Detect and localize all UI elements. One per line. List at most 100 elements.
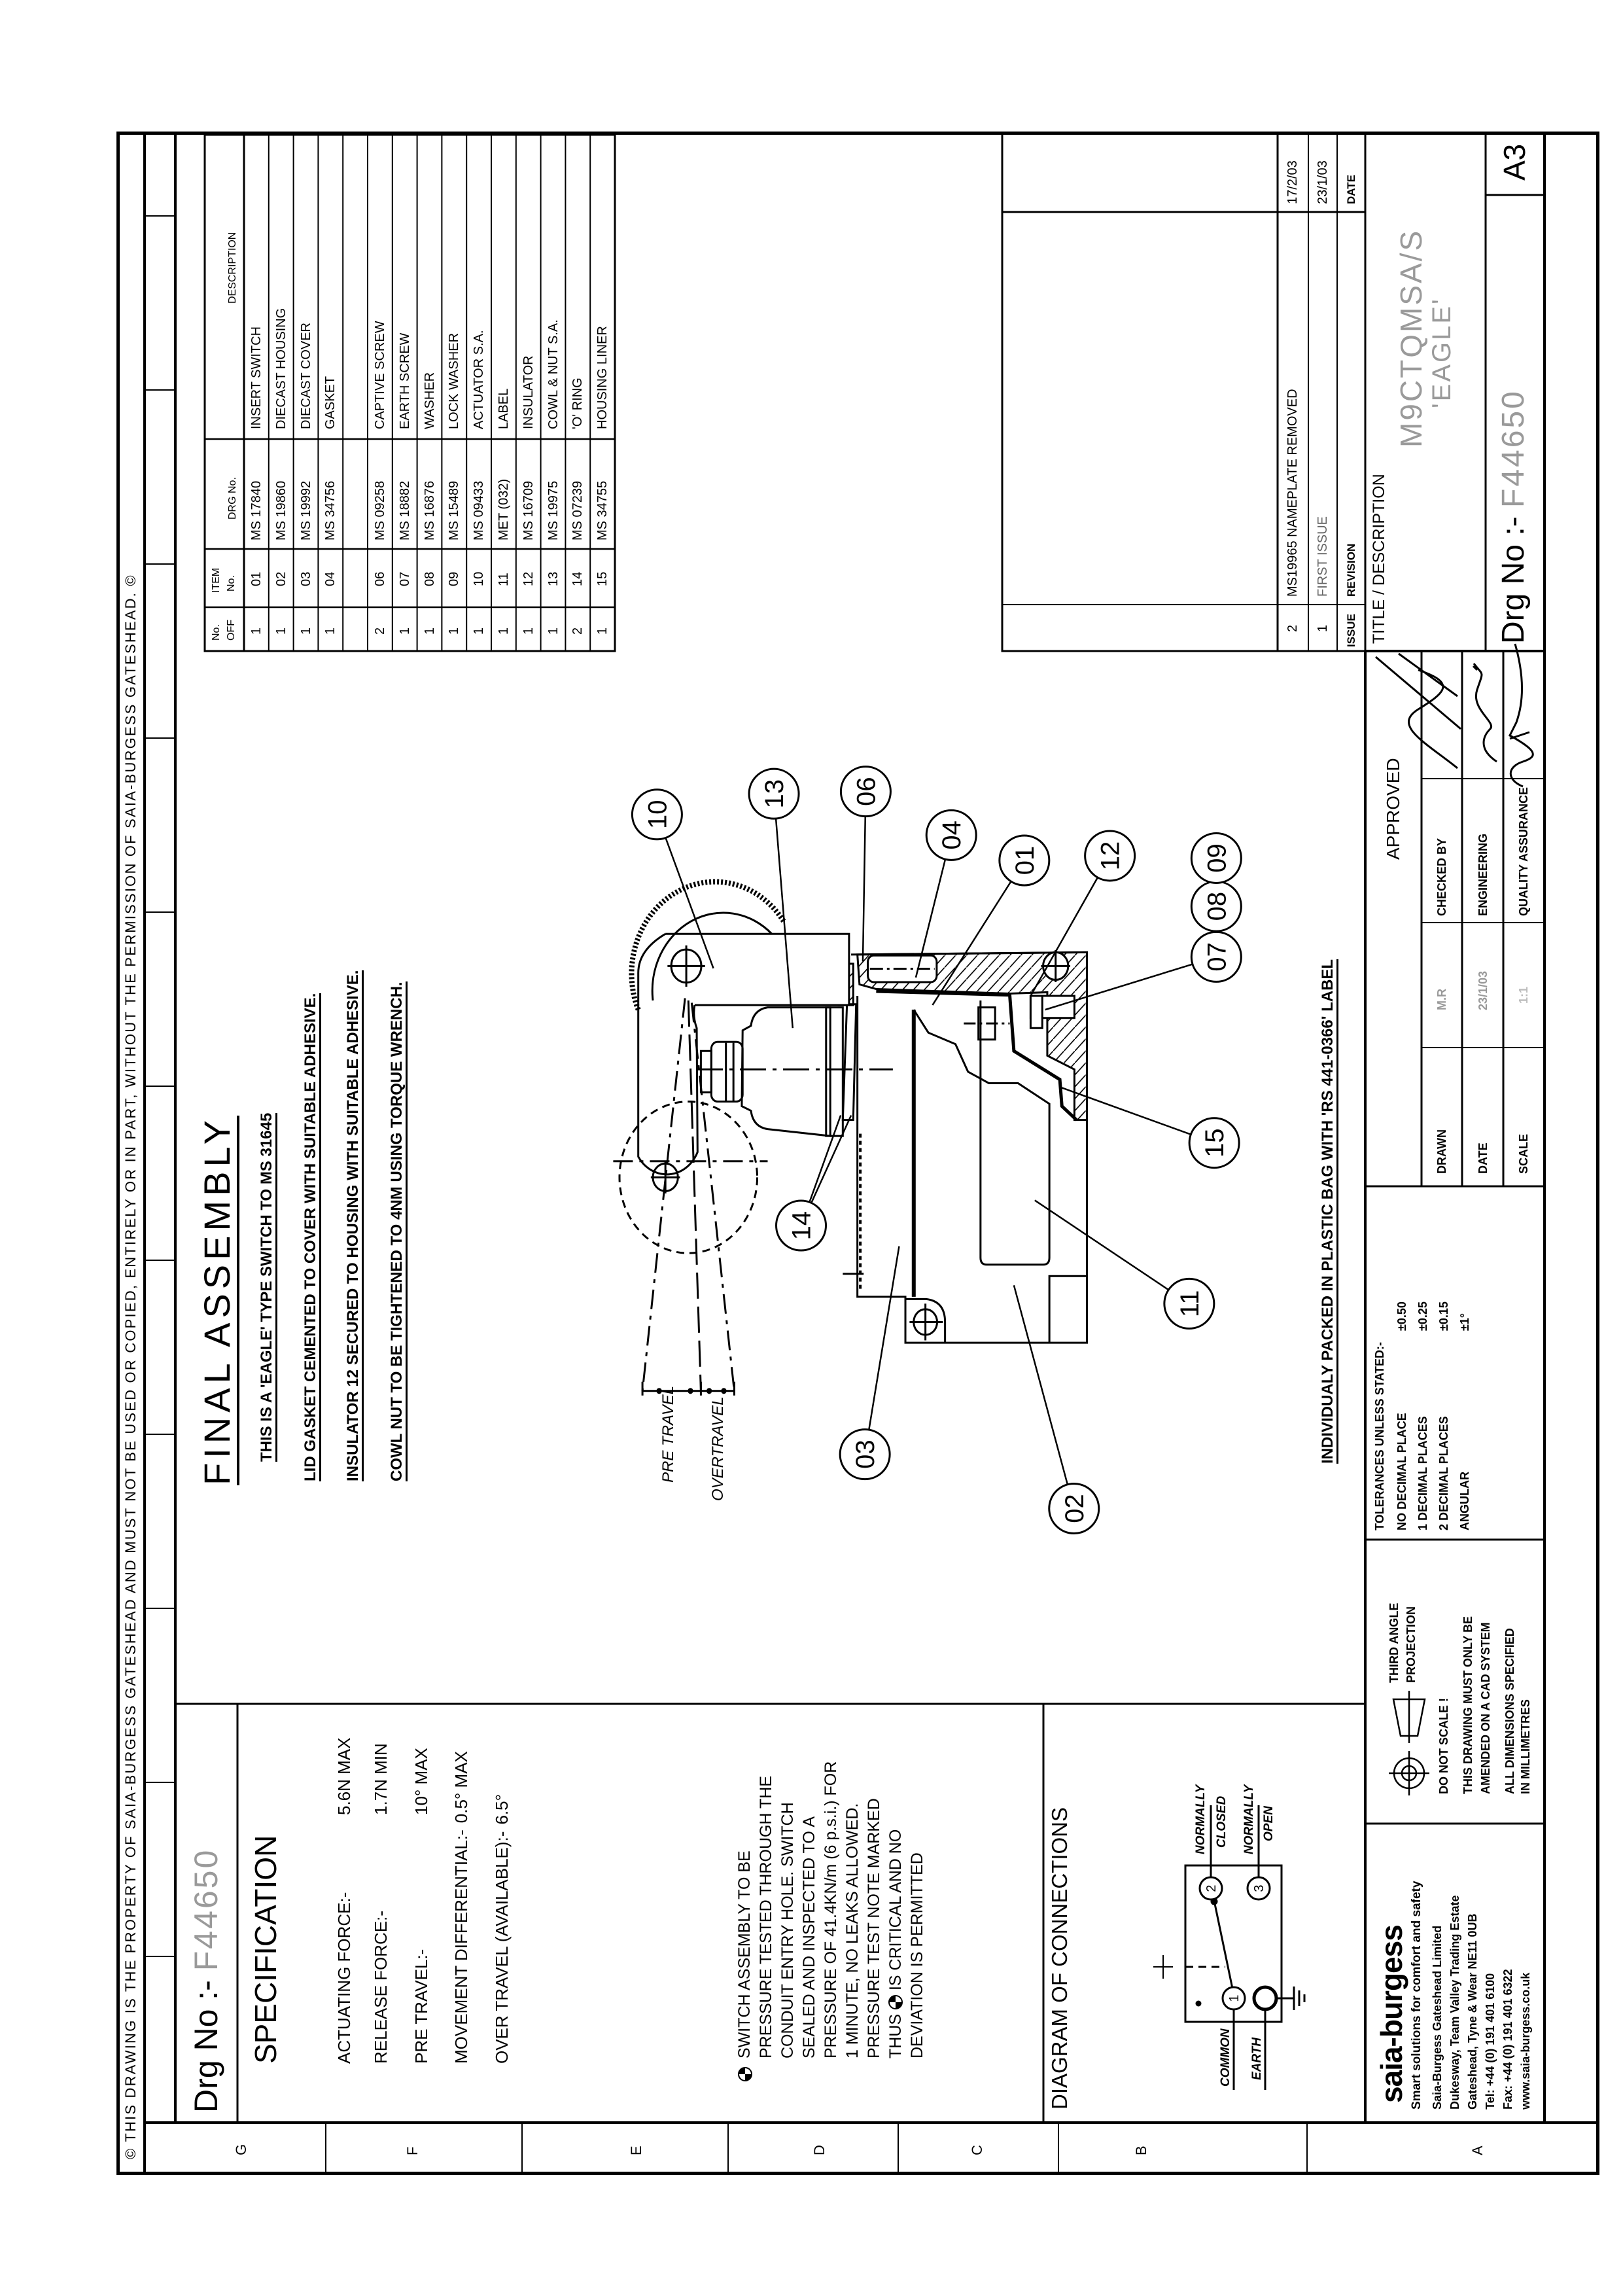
assembly-note: LID GASKET CEMENTED TO COVER WITH SUITAB… [302,993,321,1481]
earth-terminal [1252,1985,1278,2011]
company-line: Dukesway, Team Valley Trading Estate [1448,1895,1461,2110]
spec-label: RELEASE FORCE:- [371,1910,391,2064]
item-balloon [631,788,683,841]
parts-drg-no: MS 19860 [273,480,288,540]
balloon-leader [862,791,867,962]
spec-label: OVER TRAVEL (AVAILABLE):- [492,1831,512,2064]
parts-description: DIECAST COVER [298,323,313,429]
balloon-number: 07 [1202,942,1231,972]
sheet-size: A3 [1497,143,1531,181]
roller-inner [652,913,772,1000]
parts-description: CAPTIVE SCREW [373,321,387,429]
row-letter: D [811,2145,828,2155]
title-drawing-number-label: Drg No :- [1496,516,1531,644]
connection-diagram [1153,1805,1306,2090]
balloon-leader [1061,1087,1215,1144]
cross-mark [909,1303,943,1340]
drawing-number-label: Drg No :- [188,1980,224,2113]
parts-item-no: 12 [521,571,536,586]
item-balloon [925,809,977,861]
projection-label: PROJECTION [1405,1606,1418,1683]
drawing-number-header: Drg No :- F44650 [188,1848,224,2113]
parts-drg-no: MS 15489 [447,480,462,540]
row-letter: G [233,2144,249,2155]
company-line: www.saia-burgess.co.uk [1519,1972,1532,2110]
cross-mark [1041,950,1070,982]
company-line: Tel: +44 (0) 191 401 6100 [1484,1973,1497,2110]
parts-header-item: ITEM [211,567,222,593]
parts-no-off: 1 [447,627,462,635]
critical-symbol-icon [888,1994,903,2009]
assembly-drawing [613,882,1087,1396]
balloon-leader [1045,956,1217,1011]
balloon-leader [864,1246,900,1455]
item-balloon [775,1199,828,1252]
part-number-title: M9CTQMSA/S [1394,228,1428,448]
parts-drg-no: MS 34756 [323,480,338,540]
parts-description: LOCK WASHER [447,332,462,429]
row-letter: A [1469,2146,1486,2155]
note-line: DEVIATION IS PERMITTED [908,1852,926,2058]
item-balloon [839,766,892,818]
spec-label: ACTUATING FORCE:- [334,1892,354,2064]
cross-mark [651,1161,680,1193]
terminal-number: 3 [1252,1884,1266,1892]
common-label: COMMON [1219,2028,1232,2087]
balloon-number: 08 [1202,892,1231,921]
title-drawing-number: Drg No :- F44650 [1496,389,1531,644]
balloon-number: 13 [760,779,789,809]
note-line: 1 MINUTE, NO LEAKS ALLOWED. [843,1803,862,2058]
assembly-title: FINAL ASSEMBLY [196,1116,239,1485]
tolerance-label: 1 DECIMAL PLACES [1416,1416,1429,1530]
spec-value: 5.6N MAX [334,1737,354,1816]
copyright-notice: © THIS DRAWING IS THE PROPERTY OF SAIA-B… [122,574,139,2159]
terminal-circle [1246,1876,1271,1901]
balloon-number: 12 [1096,841,1125,871]
balloon-number: 10 [643,800,672,830]
housing-liner [876,991,1076,1120]
tolerance-label: NO DECIMAL PLACE [1395,1413,1408,1530]
signatures [1375,643,1534,788]
item-balloon [839,1428,891,1481]
tolerance-value: ±0.25 [1416,1301,1429,1331]
travel-line [642,998,685,1391]
projection-note: AMENDED ON A CAD SYSTEM [1479,1622,1492,1794]
no-label: NORMALLY [1242,1784,1256,1854]
projection-note: ALL DIMENSIONS SPECIFIED [1503,1628,1516,1794]
parts-description: INSERT SWITCH [249,326,264,429]
parts-item-no: 14 [570,571,585,586]
parts-item-no: 02 [273,571,288,586]
earth-label: EARTH [1250,2037,1264,2080]
tolerance-value: ±0.50 [1395,1301,1408,1331]
item-balloon [1190,832,1242,884]
spec-value: 0.5° MAX [451,1751,471,1824]
spec-value: 1.7N MIN [371,1743,391,1815]
critical-symbol-icon [738,2067,752,2081]
roller [631,882,784,1010]
roller-travel-outline [620,1102,758,1254]
checked-by-label: CHECKED BY [1435,838,1448,916]
balloon-number: 15 [1200,1128,1229,1157]
revision-header-date: DATE [1345,174,1357,204]
quality-assurance-signature [1509,643,1534,788]
arrow [707,1388,712,1394]
spec-row: OVER TRAVEL (AVAILABLE):-6.5° [492,1794,512,2064]
packing-note: INDIVIDUALY PACKED IN PLASTIC BAG WITH '… [1319,959,1338,1464]
item-balloon [1188,1117,1240,1169]
parts-header-no-off: No. [211,624,222,641]
parts-drg-no: MET (032) [497,478,511,540]
parts-description: HOUSING LINER [595,326,610,429]
note-line: SEALED AND INSPECTED TO A [800,1816,818,2058]
parts-no-off: 1 [422,627,437,635]
date-value: 23/1/03 [1476,970,1490,1010]
scale-value: 1:1 [1517,986,1530,1004]
parts-item-no: 01 [249,571,264,586]
projection-note: IN MILLIMETRES [1519,1699,1532,1794]
assembly-note: THIS IS A 'EAGLE' TYPE SWITCH TO MS 3164… [258,1112,277,1462]
company-tagline: Smart solutions for comfort and safety [1410,1881,1423,2110]
parts-header-no-off: OFF [226,620,237,641]
parts-list-grid [203,133,616,652]
parts-no-off: 1 [249,627,264,635]
parts-no-off: 1 [397,627,412,635]
revision-issue: 2 [1285,624,1300,632]
